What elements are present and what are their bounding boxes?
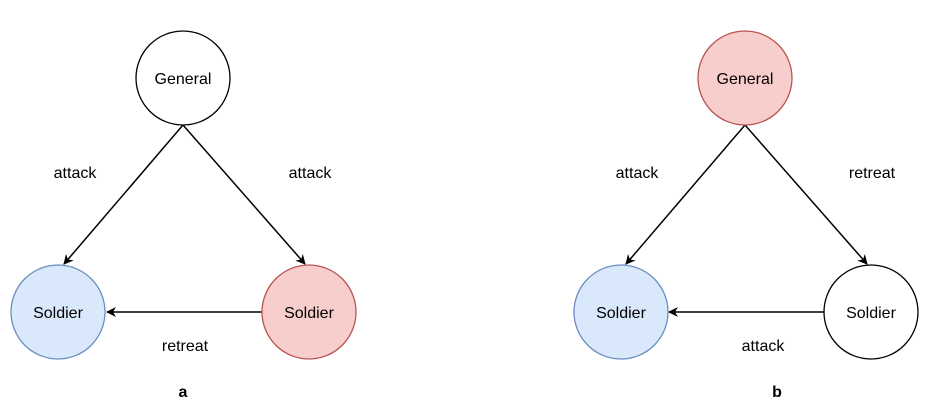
edge-label-general-right-b: retreat (849, 165, 896, 182)
edge-label-general-left-a: attack (54, 165, 98, 182)
soldier-right-node-b (823, 264, 919, 360)
soldier-left-node-b (573, 264, 669, 360)
diagram-a: General Soldier Soldier attack attack re… (10, 30, 357, 401)
general-node-a (135, 30, 231, 126)
soldier-right-label-b: Soldier (846, 305, 896, 322)
edge-general-to-left-soldier-b (625, 124, 746, 265)
edge-general-to-right-soldier-a (182, 124, 306, 265)
general-label-b: General (717, 71, 774, 88)
soldier-left-label-b: Soldier (596, 305, 646, 322)
soldier-left-node-a (10, 264, 106, 360)
caption-a: a (179, 384, 188, 401)
caption-b: b (772, 384, 782, 401)
edge-label-right-left-b: attack (742, 338, 786, 355)
general-label-a: General (155, 71, 212, 88)
diagram-b: General Soldier Soldier attack retreat a… (573, 30, 919, 401)
edge-label-right-left-a: retreat (162, 338, 209, 355)
soldier-left-label-a: Soldier (33, 305, 83, 322)
edge-general-to-right-soldier-b (744, 124, 868, 265)
edge-general-to-left-soldier-a (63, 124, 184, 265)
soldier-right-label-a: Soldier (284, 305, 334, 322)
edge-label-general-right-a: attack (289, 165, 333, 182)
general-node-b (697, 30, 793, 126)
soldier-right-node-a (261, 264, 357, 360)
edge-label-general-left-b: attack (616, 165, 660, 182)
